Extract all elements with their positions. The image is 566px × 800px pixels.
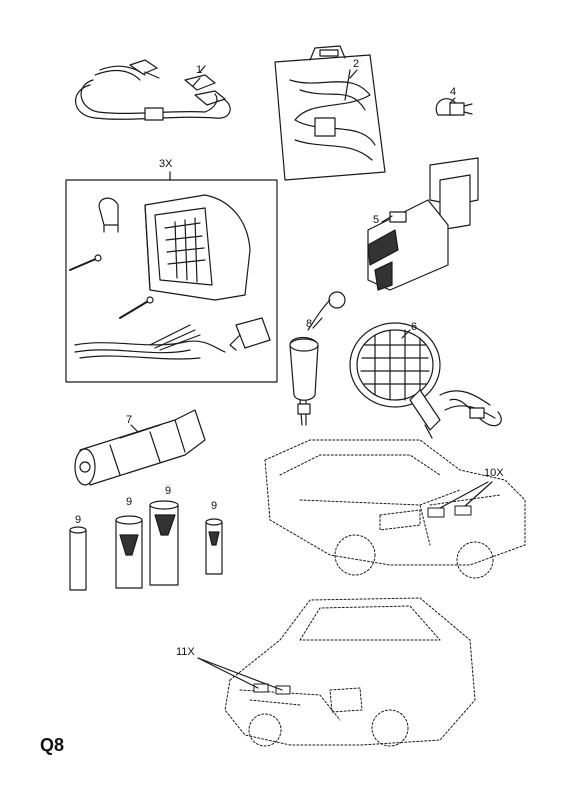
callout-8: 8 [306,318,313,330]
truck-lower-illustration [224,597,476,747]
callout-6: 6 [411,321,418,333]
callout-11x-leaders [197,657,283,691]
callout-11x: 11X [176,646,195,658]
truck-upper-illustration [264,439,526,579]
callout-10x-leaders [439,481,493,509]
callout-9-c: 9 [126,496,133,508]
work-lamp-kit-box [65,171,278,383]
callout-leaders [130,69,456,433]
bulb-illustration [435,98,473,116]
socket-illustration [289,291,346,426]
callout-9-d: 9 [165,485,172,497]
callout-2: 2 [353,58,360,70]
callout-4: 4 [450,86,457,98]
page-code: Q8 [40,735,65,755]
flashlight-illustration [74,409,206,486]
spot-lamp-illustration [349,322,502,439]
callout-3x: 3X [159,158,173,170]
callout-9-aa: 9 [211,500,218,512]
inspection-lamp-illustration [367,157,479,291]
callout-5: 5 [373,214,380,226]
callout-7: 7 [126,414,133,426]
batteries-illustration [69,500,223,591]
tow-rope-bag-illustration [274,45,386,181]
callout-10x: 10X [484,467,504,479]
jumper-cables-illustration [75,59,231,121]
callout-1: 1 [196,64,203,76]
callout-9-aaa: 9 [75,514,82,526]
